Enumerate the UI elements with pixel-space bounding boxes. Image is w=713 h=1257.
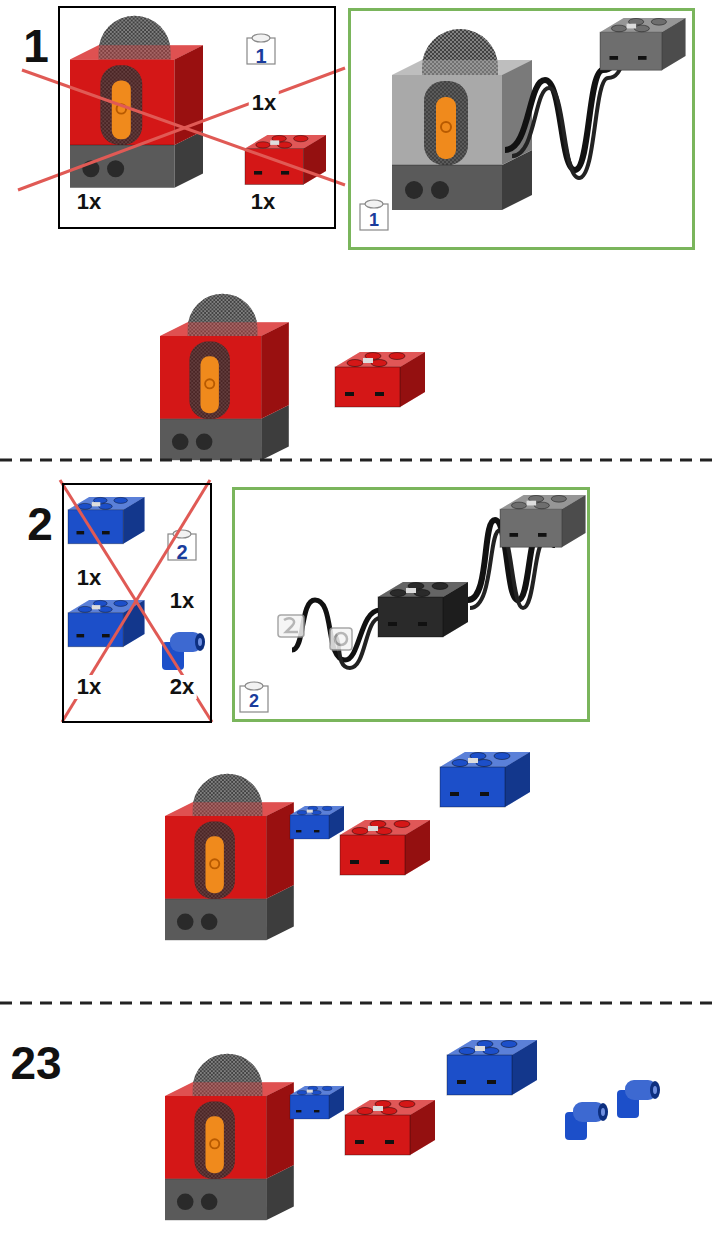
step-divider: [0, 459, 713, 462]
cable-art: [240, 495, 586, 712]
step-divider: [0, 1002, 713, 1005]
part-number: 1: [369, 211, 379, 229]
quantity: 1x: [74, 190, 104, 214]
quantity: 1x: [249, 91, 279, 115]
parts-list-art: [60, 480, 212, 722]
quantity: 1x: [248, 190, 278, 214]
step-number: 1: [23, 23, 49, 69]
step-assembly: [165, 1040, 660, 1220]
quantity: 1x: [167, 589, 197, 613]
parts-list-box: 1 1x 1x 1x: [58, 6, 336, 229]
part-number: 2: [176, 542, 187, 562]
quantity: 1x: [74, 675, 104, 699]
part-number: 2: [249, 692, 259, 710]
parts-list-box: 2 1x 1x 1x 2x: [62, 483, 212, 723]
quantity: 1x: [74, 566, 104, 590]
submodel-box: 2: [232, 487, 590, 722]
submodel-box: 1: [348, 8, 695, 250]
step-assembly: [165, 752, 530, 940]
quantity: 2x: [167, 675, 197, 699]
step-assembly: [160, 294, 425, 461]
step-number: 23: [10, 1040, 61, 1086]
step-number: 2: [27, 501, 53, 547]
part-number: 1: [255, 46, 266, 66]
cable-sensor-art: [360, 18, 686, 230]
parts-list-art: [18, 16, 345, 190]
